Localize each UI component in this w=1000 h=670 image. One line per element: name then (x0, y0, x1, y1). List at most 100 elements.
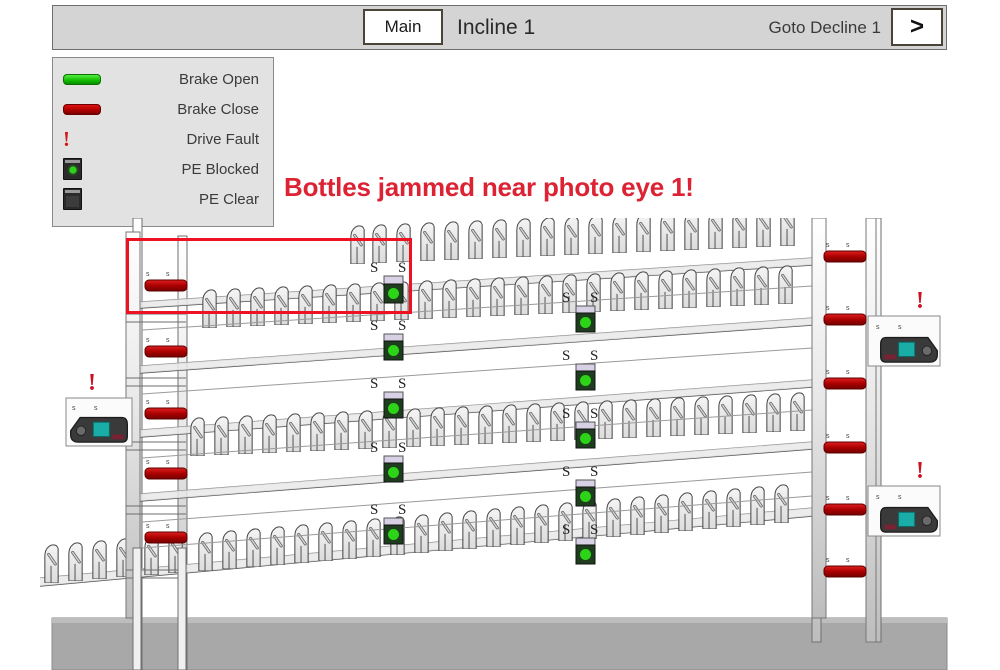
brakes (144, 250, 867, 578)
svg-text:s: s (166, 399, 170, 406)
svg-text:S: S (370, 318, 378, 334)
svg-text:!: ! (88, 370, 96, 396)
photo-eye-2: S S (370, 318, 406, 361)
photo-eye-6: S S (562, 406, 598, 449)
legend-label-brake-open: Brake Open (178, 70, 259, 88)
svg-text:s: s (898, 494, 902, 501)
pe-clear-icon (63, 188, 115, 210)
svg-text:s: s (166, 459, 170, 466)
drive-fault-icon-left-1: ! (88, 370, 96, 396)
legend-item-drive-fault: ! Drive Fault (63, 124, 263, 154)
svg-text:s: s (166, 523, 170, 530)
brake-open-bar-icon (63, 73, 115, 85)
header-bar: Main Incline 1 Goto Decline 1 > (52, 5, 947, 50)
goto-decline-label[interactable]: Goto Decline 1 (768, 17, 881, 37)
floor-slab (51, 617, 948, 670)
legend-label-brake-close: Brake Close (177, 100, 259, 118)
svg-text:s: s (826, 557, 830, 564)
svg-text:S: S (562, 406, 570, 422)
pe-blocked-icon (63, 158, 115, 180)
svg-text:s: s (826, 242, 830, 249)
svg-text:S: S (398, 260, 406, 276)
svg-text:s: s (146, 337, 150, 344)
svg-text:s: s (826, 369, 830, 376)
photo-eye-8: S S (562, 464, 598, 507)
drive-fault-icon-right-2: ! (916, 458, 924, 484)
brake-l5 (144, 531, 188, 544)
next-page-button[interactable]: > (891, 8, 943, 46)
svg-text:s: s (846, 433, 850, 440)
svg-text:S: S (398, 376, 406, 392)
header-spacer (53, 6, 363, 49)
legend-label-pe-clear: PE Clear (198, 190, 259, 208)
brake-l3 (144, 407, 188, 420)
svg-text:s: s (846, 369, 850, 376)
legend-panel: Brake Open Brake Close ! Drive Fault PE … (52, 57, 274, 227)
svg-text:s: s (146, 271, 150, 278)
ladder-rails (132, 547, 187, 670)
svg-text:s: s (846, 242, 850, 249)
brake-r6 (823, 565, 867, 578)
svg-text:S: S (370, 376, 378, 392)
conveyor-tier-2 (139, 264, 813, 374)
svg-text:s: s (146, 459, 150, 466)
svg-text:S: S (398, 318, 406, 334)
brake-l1 (144, 279, 188, 292)
brake-r4 (823, 441, 867, 454)
drive-units: s s ! s s ! s s (65, 288, 941, 537)
legend-item-brake-open: Brake Open (63, 64, 263, 94)
frame-uprights (125, 218, 877, 643)
svg-text:s: s (826, 305, 830, 312)
svg-text:S: S (562, 522, 570, 538)
legend-label-drive-fault: Drive Fault (186, 130, 259, 148)
drive-left-1: s s (65, 397, 133, 447)
drive-right-1: s s (867, 315, 941, 367)
svg-text:S: S (370, 440, 378, 456)
svg-text:s: s (846, 557, 850, 564)
conveyor-tier-5 (39, 483, 813, 587)
legend-item-pe-clear: PE Clear (63, 184, 263, 214)
photo-eye-3: S S (562, 290, 598, 333)
svg-text:S: S (590, 464, 598, 480)
svg-text:s: s (826, 433, 830, 440)
jam-alert-message: Bottles jammed near photo eye 1! (284, 172, 694, 202)
svg-text:s: s (146, 399, 150, 406)
photo-eye-10: S S (562, 522, 598, 565)
svg-text:s: s (846, 305, 850, 312)
svg-text:s: s (72, 405, 76, 412)
svg-text:S: S (590, 348, 598, 364)
brake-r1 (823, 250, 867, 263)
brake-terminal-ticks: s s s s s s s s s s s s s s s s s s s s s s (146, 242, 850, 564)
svg-text:S: S (590, 290, 598, 306)
photo-eye-1: S S (370, 260, 406, 304)
svg-text:s: s (166, 337, 170, 344)
svg-text:S: S (562, 348, 570, 364)
svg-text:S: S (370, 502, 378, 518)
drive-fault-icon: ! (63, 126, 70, 151)
photo-eye-5: S S (562, 348, 598, 391)
main-button[interactable]: Main (363, 9, 443, 45)
svg-text:!: ! (916, 458, 924, 484)
photo-eye-9: S S (370, 502, 406, 545)
photo-eyes: S S S S S S S S (370, 260, 598, 565)
drive-right-2: s s (867, 485, 941, 537)
svg-text:S: S (398, 502, 406, 518)
svg-text:s: s (876, 324, 880, 331)
svg-text:S: S (590, 406, 598, 422)
page-title: Incline 1 (457, 15, 536, 39)
legend-item-brake-close: Brake Close (63, 94, 263, 124)
brake-close-bar-icon (63, 103, 115, 115)
svg-text:S: S (398, 440, 406, 456)
svg-text:s: s (846, 495, 850, 502)
brake-l2 (144, 345, 188, 358)
photo-eye-7: S S (370, 440, 406, 483)
brake-r5 (823, 503, 867, 516)
svg-text:s: s (826, 495, 830, 502)
conveyor-tier-4 (139, 391, 813, 502)
brake-r3 (823, 377, 867, 390)
svg-text:S: S (562, 290, 570, 306)
conveyor-tiers (39, 218, 813, 587)
svg-text:s: s (146, 523, 150, 530)
svg-text:s: s (166, 271, 170, 278)
